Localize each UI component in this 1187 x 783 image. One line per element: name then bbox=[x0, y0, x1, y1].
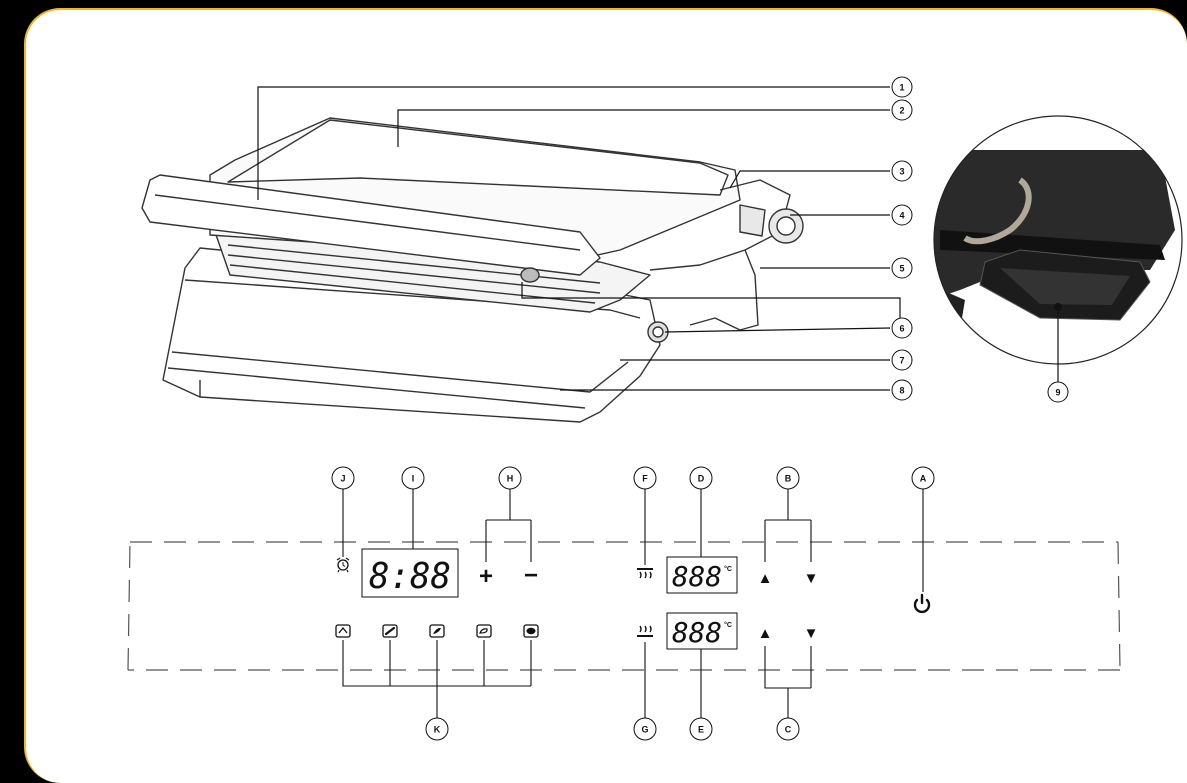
svg-text:5: 5 bbox=[899, 264, 904, 274]
top-temp-unit: °C bbox=[724, 565, 732, 573]
svg-text:G: G bbox=[641, 725, 648, 735]
callout-K: K bbox=[425, 717, 449, 741]
bottom-plate-heat-icon bbox=[637, 625, 653, 637]
svg-text:A: A bbox=[920, 474, 927, 484]
top-plate-heat-icon bbox=[637, 568, 653, 579]
callout-F: F bbox=[633, 466, 657, 490]
svg-text:F: F bbox=[642, 474, 648, 484]
callout-G: G bbox=[633, 717, 657, 741]
callout-B: B bbox=[776, 466, 800, 490]
bottom-temp-up-button[interactable]: ▲ bbox=[758, 625, 773, 642]
grill-leader-lines bbox=[257, 86, 901, 391]
alarm-clock-icon bbox=[336, 557, 350, 573]
power-icon[interactable] bbox=[913, 593, 931, 614]
drip-tray-inset: 9 bbox=[933, 115, 1183, 403]
svg-text:J: J bbox=[340, 474, 345, 484]
svg-text:K: K bbox=[434, 725, 441, 735]
callout-8: 8 bbox=[891, 379, 913, 401]
callout-C: C bbox=[776, 717, 800, 741]
svg-text:8: 8 bbox=[899, 386, 904, 396]
callout-2: 2 bbox=[891, 99, 913, 121]
svg-text:7: 7 bbox=[899, 356, 904, 366]
callout-I: I bbox=[401, 466, 425, 490]
svg-text:D: D bbox=[698, 474, 705, 484]
callout-9: 9 bbox=[1047, 381, 1069, 403]
timer-display bbox=[361, 548, 459, 598]
timer-display-value: 8:88 bbox=[369, 556, 451, 597]
callout-D: D bbox=[689, 466, 713, 490]
svg-text:2: 2 bbox=[899, 106, 904, 116]
product-callouts: 1 2 3 4 5 6 7 8 bbox=[891, 76, 913, 401]
grill-illustration bbox=[141, 117, 804, 423]
svg-text:H: H bbox=[507, 474, 514, 484]
chicken-icon[interactable] bbox=[476, 624, 492, 638]
bottom-temp-down-button[interactable]: ▼ bbox=[804, 625, 819, 642]
plus-button[interactable]: + bbox=[479, 563, 493, 590]
callout-J: J bbox=[331, 466, 355, 490]
bottom-temp-unit: °C bbox=[724, 621, 732, 629]
bottom-temp-display bbox=[666, 612, 738, 650]
callout-H: H bbox=[498, 466, 522, 490]
top-temp-display bbox=[666, 556, 738, 594]
panel-leader-lines bbox=[342, 489, 924, 728]
svg-text:E: E bbox=[698, 725, 704, 735]
svg-text:9: 9 bbox=[1055, 388, 1060, 398]
callout-4: 4 bbox=[891, 204, 913, 226]
control-panel: 8:88 + − 888 °C ▲ ▼ bbox=[127, 541, 1121, 671]
sausage-icon[interactable] bbox=[382, 624, 398, 638]
callout-6: 6 bbox=[891, 317, 913, 339]
top-temp-value: 888 bbox=[672, 560, 722, 593]
svg-text:6: 6 bbox=[899, 324, 904, 334]
svg-text:3: 3 bbox=[899, 167, 904, 177]
svg-text:1: 1 bbox=[899, 83, 904, 93]
panel-callouts: J I H F D B A K G E C bbox=[331, 466, 935, 741]
minus-button[interactable]: − bbox=[524, 562, 538, 589]
svg-text:B: B bbox=[785, 474, 792, 484]
top-temp-up-button[interactable]: ▲ bbox=[758, 570, 773, 587]
callout-1: 1 bbox=[891, 76, 913, 98]
callout-A: A bbox=[911, 466, 935, 490]
callout-5: 5 bbox=[891, 257, 913, 279]
steak-icon[interactable] bbox=[523, 624, 539, 638]
callout-3: 3 bbox=[891, 160, 913, 182]
bottom-temp-value: 888 bbox=[672, 616, 722, 649]
svg-text:I: I bbox=[412, 474, 415, 484]
svg-text:C: C bbox=[785, 725, 792, 735]
vegetables-icon[interactable] bbox=[335, 624, 351, 638]
svg-text:4: 4 bbox=[899, 211, 904, 221]
program-icons bbox=[335, 624, 539, 638]
top-temp-down-button[interactable]: ▼ bbox=[804, 570, 819, 587]
callout-7: 7 bbox=[891, 349, 913, 371]
fish-icon[interactable] bbox=[429, 624, 445, 638]
callout-E: E bbox=[689, 717, 713, 741]
